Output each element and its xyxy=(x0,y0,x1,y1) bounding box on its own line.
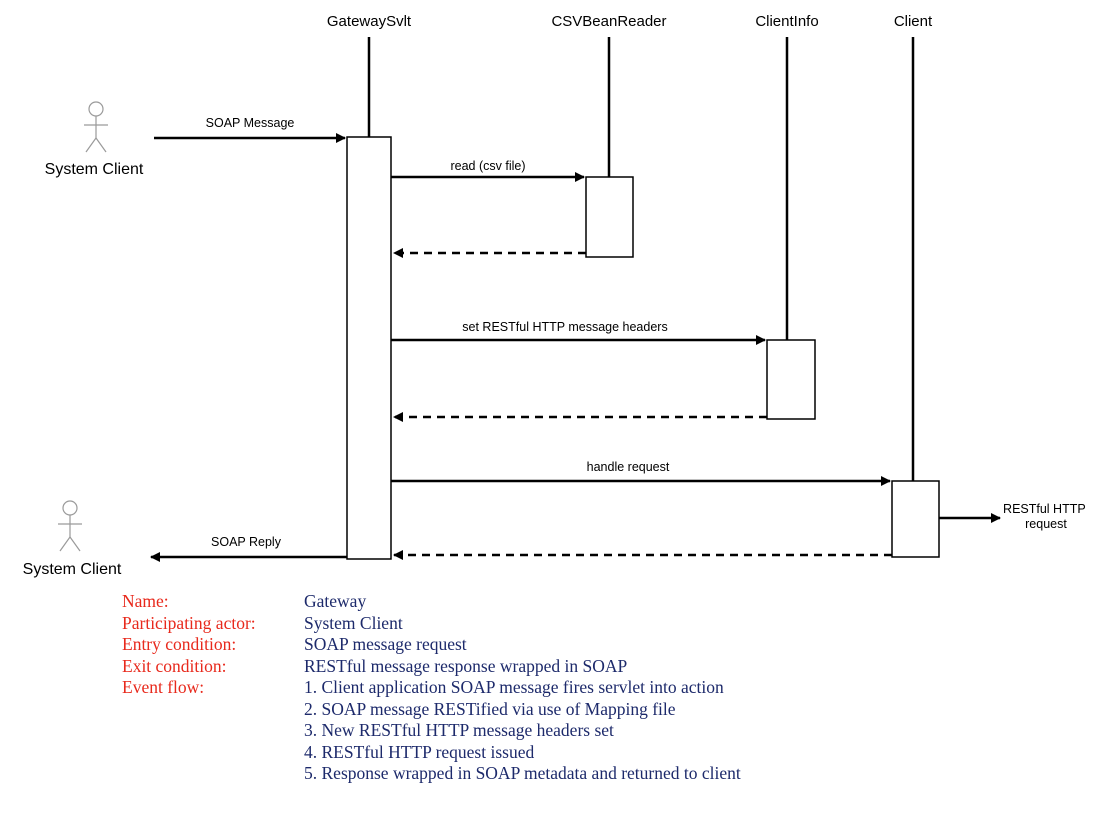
usecase-step-4: 4. RESTful HTTP request issued xyxy=(304,741,535,762)
usecase-exit-row: Exit condition: RESTful message response… xyxy=(122,656,741,678)
usecase-entry-value: SOAP message request xyxy=(304,634,467,654)
lifeline-title-gatewaysvlt: GatewaySvlt xyxy=(327,13,412,30)
usecase-step-5: 5. Response wrapped in SOAP metadata and… xyxy=(304,763,741,783)
usecase-step-2: 2. SOAP message RESTified via use of Map… xyxy=(304,698,676,719)
sequence-diagram: GatewaySvlt CSVBeanReader ClientInfo Cli… xyxy=(23,13,1089,578)
use-case-description: Name: Gateway Participating actor: Syste… xyxy=(122,591,741,785)
lifeline-title-clientinfo: ClientInfo xyxy=(755,13,818,30)
actor-label-system-client-top: System Client xyxy=(45,161,144,178)
usecase-name-row: Name: Gateway xyxy=(122,591,741,613)
activation-gatewaysvlt xyxy=(346,136,392,560)
usecase-exit-key: Exit condition: xyxy=(122,655,227,676)
activation-client xyxy=(891,480,940,558)
actor-icon-system-client-top xyxy=(84,101,108,153)
usecase-name-value: Gateway xyxy=(304,591,367,611)
label-set-headers: set RESTful HTTP message headers xyxy=(462,320,667,334)
usecase-step-1: 1. Client application SOAP message fires… xyxy=(304,677,724,697)
usecase-exit-value: RESTful message response wrapped in SOAP xyxy=(304,655,628,676)
usecase-entry-row: Entry condition: SOAP message request xyxy=(122,634,741,656)
usecase-name-key: Name: xyxy=(122,591,169,611)
usecase-flow-row: Event flow: 1. Client application SOAP m… xyxy=(122,677,741,699)
usecase-actor-value: System Client xyxy=(304,612,403,633)
lifeline-title-client: Client xyxy=(894,13,933,30)
actor-label-system-client-bottom: System Client xyxy=(23,561,122,578)
lifeline-title-csvbeanreader: CSVBeanReader xyxy=(551,13,666,30)
usecase-flow-key: Event flow: xyxy=(122,677,205,697)
usecase-entry-key: Entry condition: xyxy=(122,634,237,654)
usecase-steps: 2. SOAP message RESTified via use of Map… xyxy=(304,699,741,785)
usecase-actor-key: Participating actor: xyxy=(122,612,256,633)
usecase-actor-row: Participating actor: System Client xyxy=(122,613,741,635)
label-read-csv: read (csv file) xyxy=(450,159,525,173)
label-soap-reply: SOAP Reply xyxy=(211,535,282,549)
label-soap-message: SOAP Message xyxy=(206,116,295,130)
activation-csvbeanreader xyxy=(585,176,634,258)
label-restful-request: RESTful HTTP request xyxy=(1003,502,1089,531)
usecase-step-3: 3. New RESTful HTTP message headers set xyxy=(304,720,614,740)
label-handle-request: handle request xyxy=(587,460,670,474)
actor-icon-system-client-bottom xyxy=(58,500,82,552)
activation-clientinfo xyxy=(766,339,816,420)
